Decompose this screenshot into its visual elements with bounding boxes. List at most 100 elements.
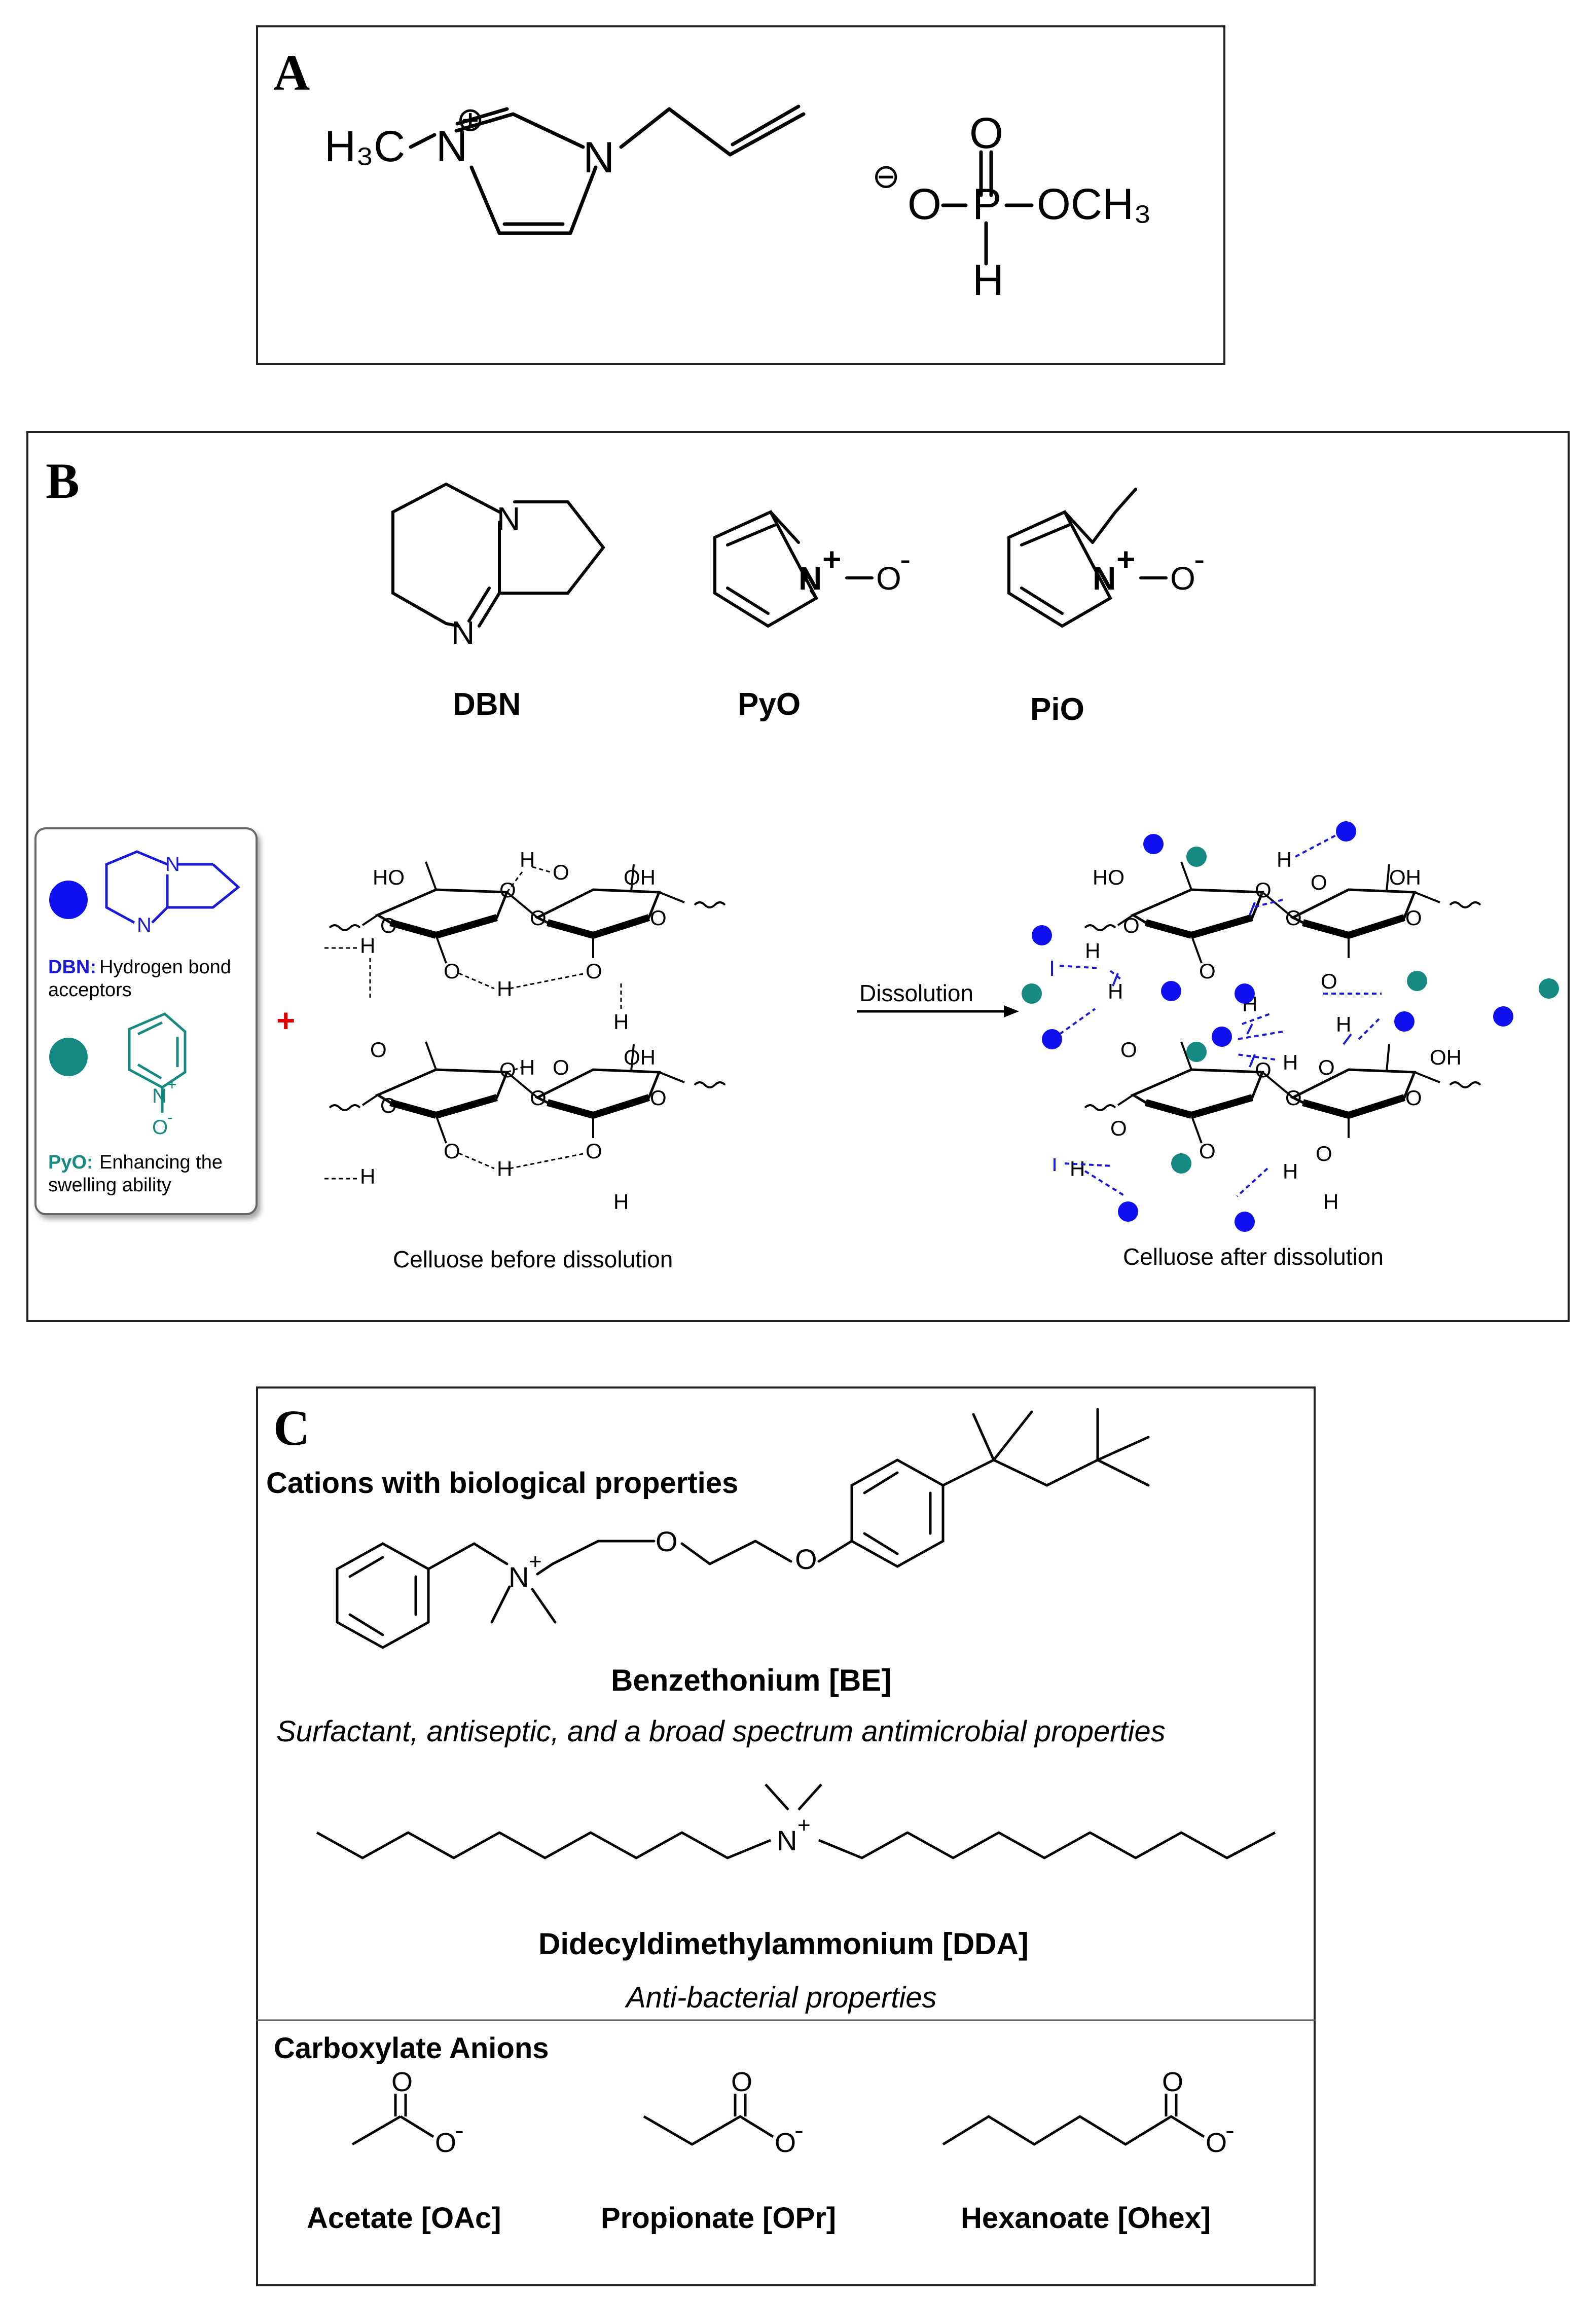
after-top-o-link: O [1285,906,1302,930]
after-bot-o4: O [1110,1116,1127,1140]
after-bot-o7: O [1316,1142,1332,1165]
plus-sign: + [276,1002,295,1039]
pyo-dot [1186,1042,1207,1062]
legend-pyo-text-1: Enhancing the [99,1152,223,1173]
legend-dbn-n-top: N [165,853,180,875]
a-h-atom: H [972,256,1004,305]
a-p-atom: P [972,180,1001,229]
after-bot-oh: OH [1430,1045,1462,1069]
legend-pyo-key: PyO: [48,1152,93,1173]
dbn-dot [1394,1011,1414,1032]
after-bot-h1: H [1283,1050,1298,1074]
dda-description: Anti-bacterial properties [625,1981,937,2014]
legend-dbn-n-bottom: N [137,914,152,936]
after-bot-o-ring1: O [1255,1058,1272,1082]
be-name: Benzethonium [BE] [611,1663,891,1697]
legend-dbn-key: DBN: [48,957,96,978]
a-cation-charge: ⊕ [456,100,484,138]
dbn-dot [1493,1006,1513,1027]
a-o-minus: O [908,180,941,229]
panel-b-label: B [46,453,80,509]
before-top-ho: HO [373,865,405,889]
pio-minus: - [1194,541,1205,577]
pyo-dot [1539,978,1559,999]
dbn-dot [1032,925,1052,945]
before-top-o4: O [380,914,397,937]
before-top-h2: H [360,934,375,958]
after-top-o3: O [1311,870,1327,894]
propionate-o-top: O [731,2067,752,2097]
legend-dbn-text-1: Hydrogen bond [99,957,231,978]
before-bot-o-link: O [530,1086,547,1110]
after-top-o6: O [1321,969,1337,993]
pio-n: N [1093,560,1116,597]
after-top-h5: H [1108,979,1123,1003]
be-o1-atom: O [656,1525,678,1557]
hexanoate-name: Hexanoate [Ohex] [961,2202,1211,2235]
propionate-name: Propionate [OPr] [601,2202,836,2235]
before-top-oh: OH [624,865,656,889]
legend-pyo-plus: + [167,1075,177,1093]
after-top-ho: HO [1093,865,1125,889]
after-top-o5: O [1199,959,1216,983]
a-o-top: O [969,109,1003,158]
propionate-o-minus: O [775,2128,796,2158]
be-description: Surfactant, antiseptic, and a broad spec… [276,1715,1166,1748]
after-top-o-ring2: O [1405,906,1422,930]
after-top-h2: H [1085,939,1100,963]
before-bot-o-ring1: O [499,1058,516,1082]
legend-pyo-text-2: swelling ability [48,1175,171,1196]
before-top-o3: O [553,860,569,884]
after-bot-o-link: O [1285,1086,1302,1110]
after-bot-o-ring2: O [1405,1086,1422,1110]
hexanoate-o-minus: O [1206,2128,1227,2158]
pio-name: PiO [1030,692,1084,727]
legend-dbn-text-2: acceptors [48,979,132,1001]
dbn-n-bottom: N [451,614,475,651]
after-bot-h4: H [1323,1190,1338,1214]
panel-c-label: C [273,1400,310,1456]
after-top-h4: H [1336,1012,1351,1036]
dbn-dot [1212,1027,1232,1047]
caption-before: Celluose before dissolution [393,1246,673,1272]
dbn-dot [1042,1029,1062,1049]
dbn-dot [1336,821,1356,842]
dissolution-label: Dissolution [859,980,973,1006]
before-bot-h4: H [613,1190,629,1214]
legend-pyo-minus: - [167,1108,173,1126]
pyo-o: O [876,560,901,597]
pyo-dot [1022,983,1042,1004]
acetate-minus: - [455,2115,464,2145]
dda-name: Didecyldimethylammonium [DDA] [538,1927,1029,1961]
dda-n-atom: N [777,1824,797,1856]
dbn-dot [1161,981,1181,1001]
dbn-legend-dot [49,881,88,919]
pyo-dot [1407,971,1427,991]
be-n-atom: N [509,1561,529,1593]
after-top-oh: OH [1389,865,1421,889]
dbn-dot [1235,983,1255,1004]
panel-a: A [256,25,1225,365]
acetate-o-top: O [391,2067,413,2097]
after-top-o4: O [1123,914,1140,937]
hexanoate-o-top: O [1162,2067,1183,2097]
after-bot-h2: H [1070,1157,1085,1181]
dbn-dot [1143,834,1164,854]
pyo-plus: + [822,541,841,577]
pyo-dot [1186,847,1207,867]
before-bot-o6: O [444,1139,460,1163]
acetate-name: Acetate [OAc] [307,2202,501,2235]
after-bot-o6: O [1199,1139,1216,1163]
anions-header: Carboxylate Anions [274,2032,549,2065]
before-top-o-ring2: O [650,906,667,930]
dbn-dot [1118,1201,1138,1222]
before-bot-o5: O [370,1038,387,1062]
before-bot-oh: OH [624,1045,656,1069]
propionate-minus: - [794,2115,804,2145]
be-o2-atom: O [795,1543,817,1575]
pyo-legend-dot [49,1038,88,1076]
